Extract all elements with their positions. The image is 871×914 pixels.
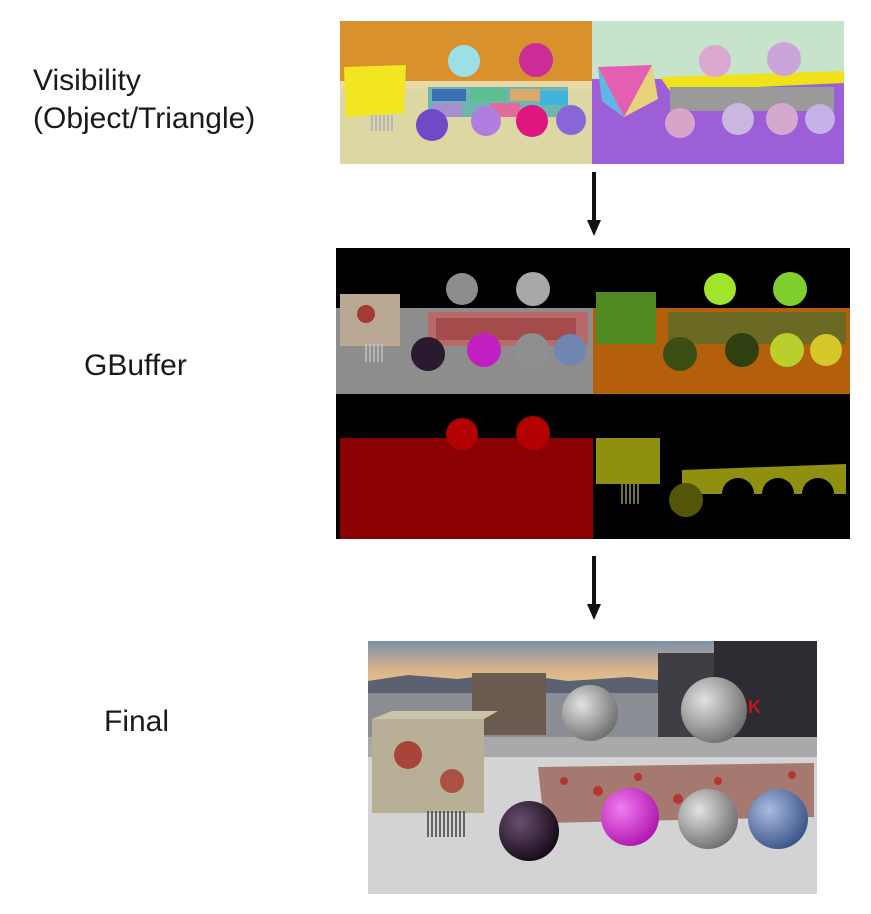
final-render-image: K — [368, 641, 817, 894]
svg-text:K: K — [748, 697, 761, 717]
down-arrow-icon — [587, 172, 601, 236]
gbuffer-image — [336, 248, 850, 539]
visibility-label: Visibility (Object/Triangle) — [33, 62, 255, 138]
visibility-label-line2: (Object/Triangle) — [33, 102, 256, 135]
visibility-buffer-image — [340, 21, 844, 164]
final-label: Final — [104, 705, 170, 738]
down-arrow-icon — [587, 556, 601, 620]
visibility-label-line1: Visibility — [33, 64, 141, 97]
gbuffer-label: GBuffer — [84, 349, 187, 382]
